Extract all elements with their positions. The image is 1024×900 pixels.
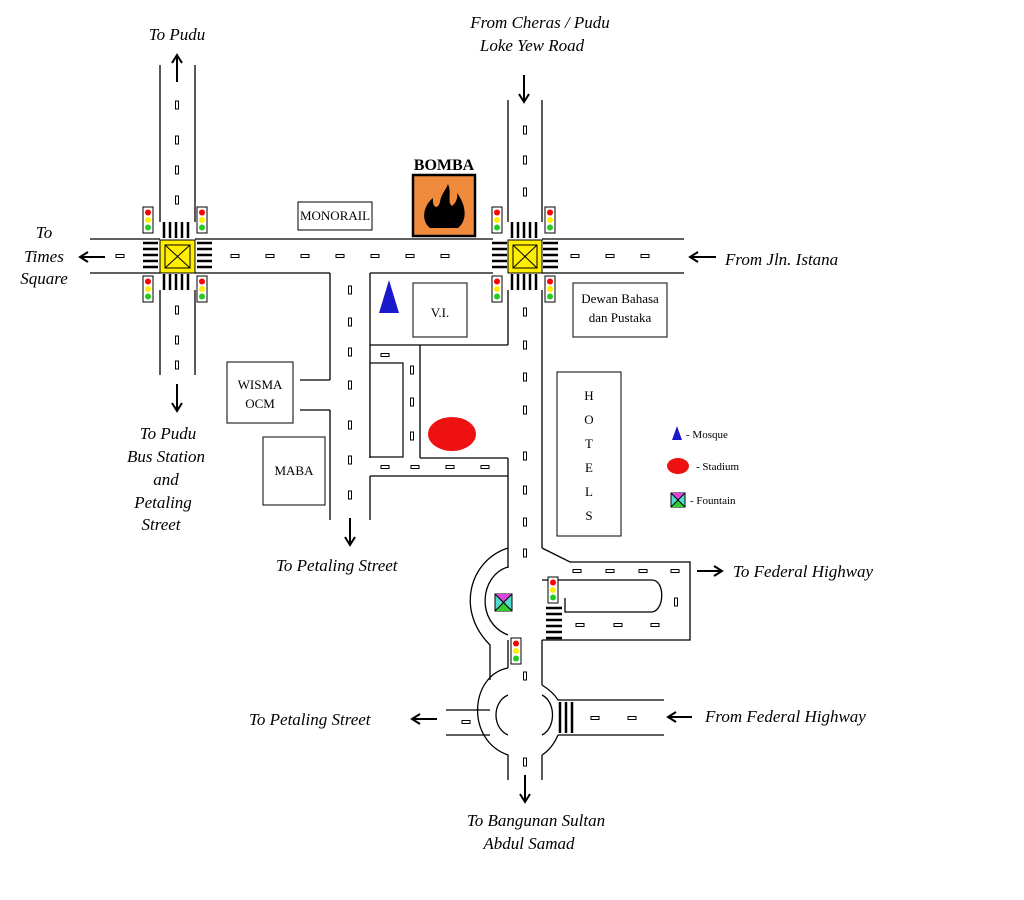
label-to-federal-highway: To Federal Highway [733,562,874,581]
hotels-building: H O T E L S [556,371,622,537]
stadium-icon [428,417,476,451]
legend-fountain: - Fountain [690,495,736,507]
label-loke-yew: Loke Yew Road [479,36,585,55]
vi-building: V.I. [412,282,468,338]
upper-roundabout [469,547,691,685]
bomba-building: BOMBA [411,157,477,238]
label-to-petaling-street: To Petaling Street [276,556,399,575]
label-and: and [153,470,179,489]
svg-text:V.I.: V.I. [431,305,450,320]
svg-text:dan Pustaka: dan Pustaka [589,310,652,325]
stadium-legend-icon [667,458,689,474]
svg-text:O: O [584,412,593,427]
fountain-legend-icon [670,492,686,508]
lower-roundabout [446,667,664,780]
label-street: Street [141,515,181,534]
label-petaling: Petaling [133,493,192,512]
wisma-ocm-building: WISMA OCM [226,361,294,424]
label-to-pudu: To Pudu [149,25,206,44]
dewan-bahasa-building: Dewan Bahasa dan Pustaka [572,282,668,338]
direction-labels: To Pudu From Cheras / Pudu Loke Yew Road… [20,13,873,853]
svg-text:MONORAIL: MONORAIL [300,208,370,223]
svg-text:L: L [585,484,593,499]
label-from-federal-highway: From Federal Highway [704,707,866,726]
svg-text:T: T [585,436,593,451]
svg-text:H: H [584,388,593,403]
direction-arrows [78,53,724,804]
label-times: Times [24,247,64,266]
mosque-icon [379,280,399,313]
stadium-symbol [428,417,476,451]
label-to-petaling-street-2: To Petaling Street [249,710,372,729]
legend-stadium: - Stadium [696,461,740,473]
legend: - Mosque - Stadium - Fountain [667,426,740,508]
svg-text:MABA: MABA [274,463,314,478]
mosque-symbol [379,280,399,313]
main-horizontal-road [90,238,684,381]
label-square: Square [20,269,68,288]
fountain-symbol [494,593,513,612]
svg-text:E: E [585,460,593,475]
left-vertical-road [159,65,196,375]
label-bus-station: Bus Station [127,447,205,466]
svg-text:WISMA: WISMA [238,377,283,392]
mosque-legend-icon [672,426,682,440]
label-to: To [36,223,52,242]
right-junction [491,206,558,303]
label-abdul-samad: Abdul Samad [482,834,575,853]
label-from-cheras: From Cheras / Pudu [469,13,610,32]
horizontal-dashes [115,254,650,258]
svg-text:Dewan Bahasa: Dewan Bahasa [581,291,659,306]
maba-building: MABA [262,436,326,506]
svg-text:OCM: OCM [245,396,275,411]
legend-mosque: - Mosque [686,429,728,441]
inner-loop-road [300,285,508,520]
bomba-label: BOMBA [414,157,475,174]
fire-icon [424,184,465,228]
monorail-building: MONORAIL [297,201,373,231]
svg-text:S: S [585,508,592,523]
label-from-istana: From Jln. Istana [724,250,838,269]
label-to-pudu-2: To Pudu [140,424,197,443]
label-to-bangunan: To Bangunan Sultan [467,811,605,830]
left-junction [142,206,212,303]
